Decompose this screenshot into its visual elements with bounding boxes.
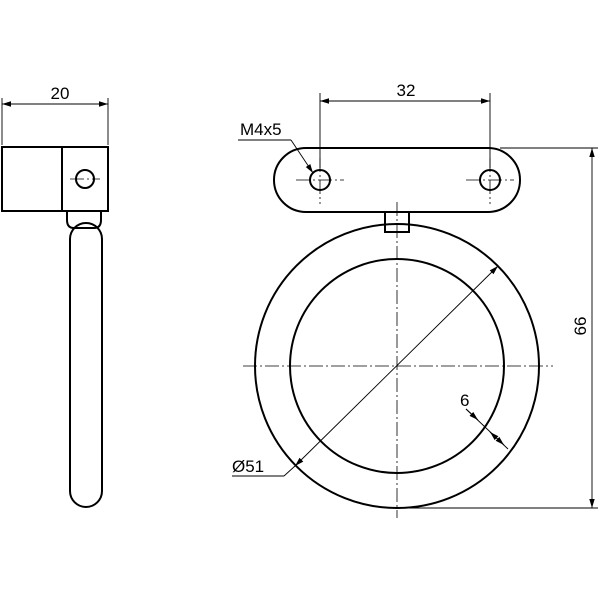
dim-6-arrow-in — [489, 431, 509, 450]
side-view: 20 — [1, 84, 109, 508]
side-clamp-block — [1, 146, 109, 212]
side-rod — [69, 222, 103, 508]
thread-label: M4x5 — [240, 120, 282, 139]
dim-20-label: 20 — [51, 84, 70, 103]
side-neck — [66, 211, 102, 229]
dim-diameter-leader-diag — [283, 465, 296, 477]
dim-6-arrow-out — [465, 408, 479, 421]
dim-66-label: 66 — [571, 317, 590, 336]
thread-leader-arrow — [290, 139, 314, 174]
dim-diameter-label: Ø51 — [232, 457, 264, 476]
front-view: 32 M4x5 66 6 Ø51 — [232, 81, 598, 518]
dim-32-label: 32 — [397, 81, 416, 100]
dim-diameter-line — [294, 265, 499, 467]
dim-6-label: 6 — [460, 391, 469, 410]
